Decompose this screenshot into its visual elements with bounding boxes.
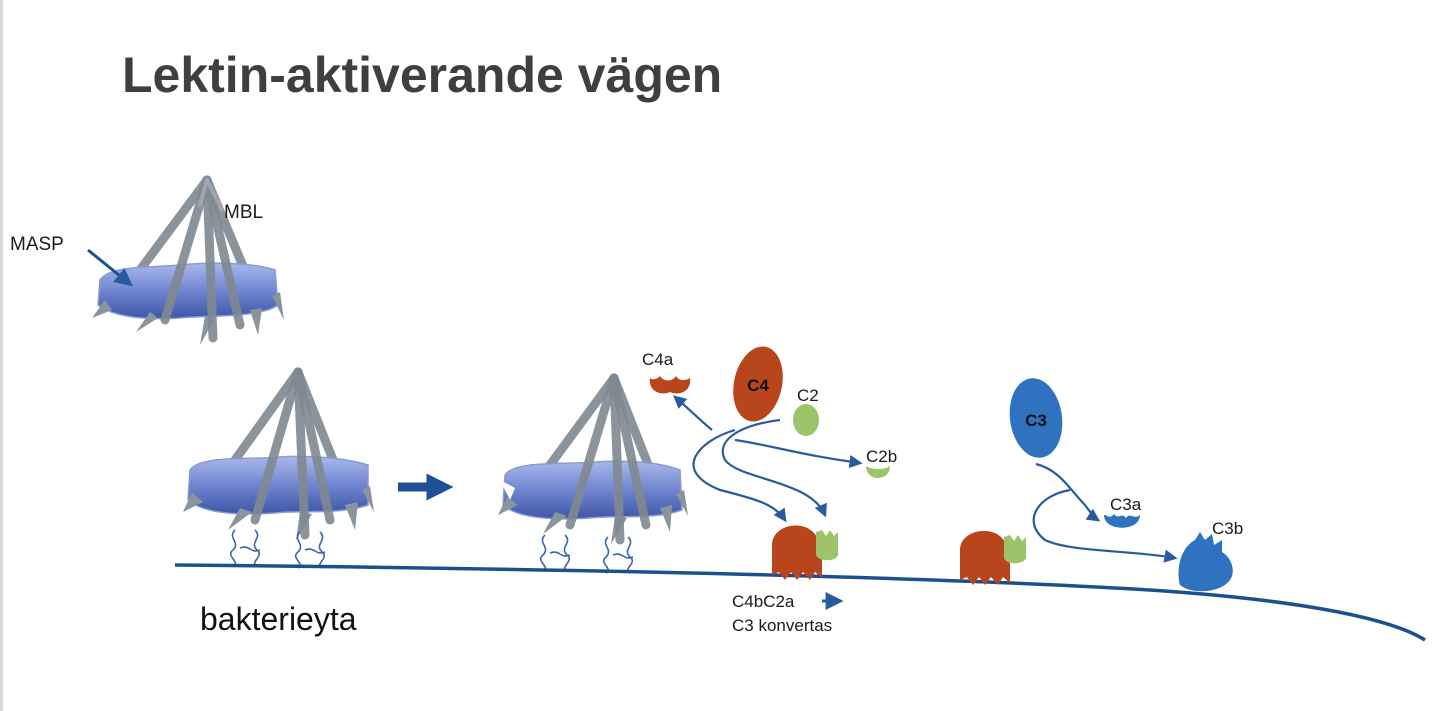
c3a-label: C3a [1110,495,1142,514]
mbl-masp-complex-bound [183,367,374,569]
bacterial-membrane [174,563,1426,642]
c3-label: C3 [1025,411,1047,430]
arrow-to-c2b [734,438,863,469]
mbl-label: MBL [224,202,263,223]
c3b-fragment [1178,532,1233,592]
c4-label: C4 [747,376,769,395]
c2b-label: C2b [866,447,897,466]
c2-molecule [793,404,819,436]
arrow-to-c4a [673,395,713,431]
surface-label: bakterieyta [200,601,357,637]
masp-label: MASP [10,234,64,255]
c4b2a-convertase-2 [960,530,1026,585]
slide-title: Lektin-aktiverande vägen [122,47,722,103]
c3-molecule [1009,378,1063,458]
arrow-to-c3a [1035,462,1101,522]
c3a-fragment [1104,514,1140,528]
c2b-fragment [866,466,890,478]
c4a-fragment [649,376,691,394]
c4-molecule [733,346,783,422]
c4a-label: C4a [642,350,674,369]
arrow-c2-to-c2a [721,418,827,518]
arrow-to-c3b [1032,488,1178,563]
mbl-masp-complex-activated [498,373,688,574]
c3b-label: C3b [1212,519,1243,538]
mbl-masp-complex-free [92,175,284,345]
c4b2a-convertase [772,525,838,580]
convertase-label-line1: C4bC2a [732,592,795,611]
c2-label: C2 [797,386,819,405]
masp-pointer-arrow [87,248,133,287]
convertase-label-line2: C3 konvertas [732,616,832,635]
arrow-c4-to-c4b [692,428,787,523]
